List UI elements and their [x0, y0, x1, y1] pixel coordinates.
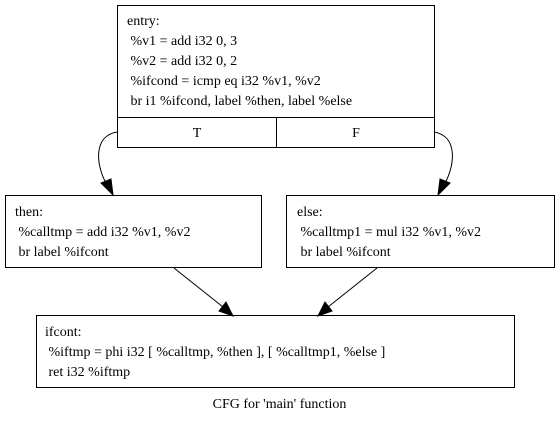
edge-entry-else-path [433, 131, 453, 184]
entry-line-v2: %v2 = add i32 0, 2 [127, 54, 237, 69]
entry-line-label: entry: [127, 14, 160, 29]
ifcont-line-ret: ret i32 %iftmp [45, 365, 130, 380]
diagram-caption: CFG for 'main' function [213, 397, 347, 412]
entry-line-ifcond: %ifcond = icmp eq i32 %v1, %v2 [127, 74, 321, 89]
else-line-br: br label %ifcont [297, 245, 391, 260]
node-ifcont: ifcont: %iftmp = phi i32 [ %calltmp, %th… [36, 315, 515, 388]
then-line-label: then: [15, 205, 43, 220]
then-line-calltmp: %calltmp = add i32 %v1, %v2 [15, 225, 190, 240]
node-else-box [286, 195, 555, 268]
edge-then-to-ifcont [173, 267, 235, 317]
then-line-br: br label %ifcont [15, 245, 109, 260]
entry-line-br: br i1 %ifcond, label %then, label %else [127, 94, 352, 109]
node-then: then: %calltmp = add i32 %v1, %v2 br lab… [5, 195, 262, 268]
node-else: else: %calltmp1 = mul i32 %v1, %v2 br la… [286, 195, 555, 268]
edge-entry-true-to-then [98, 131, 118, 197]
ifcont-line-label: ifcont: [45, 325, 82, 340]
entry-port-false-label: F [352, 126, 360, 141]
node-then-box [5, 195, 262, 268]
ifcont-line-iftmp: %iftmp = phi i32 [ %calltmp, %then ], [ … [45, 345, 385, 360]
edge-else-to-ifcont [316, 267, 378, 317]
node-ifcont-box [36, 315, 515, 388]
edge-entry-then-arrowhead [100, 178, 114, 197]
edge-entry-false-to-else [433, 131, 453, 197]
edge-else-ifcont-arrowhead [316, 301, 333, 317]
else-line-calltmp1: %calltmp1 = mul i32 %v1, %v2 [297, 225, 481, 240]
entry-line-v1: %v1 = add i32 0, 3 [127, 34, 237, 49]
edge-then-ifcont-path [173, 267, 224, 308]
else-line-label: else: [297, 205, 323, 220]
edge-entry-else-arrowhead [437, 178, 451, 197]
node-entry: entry: %v1 = add i32 0, 3 %v2 = add i32 … [117, 5, 435, 148]
edge-then-ifcont-arrowhead [218, 301, 235, 317]
entry-port-true-label: T [193, 126, 202, 141]
edge-entry-then-path [98, 131, 118, 184]
edge-else-ifcont-path [327, 267, 378, 308]
